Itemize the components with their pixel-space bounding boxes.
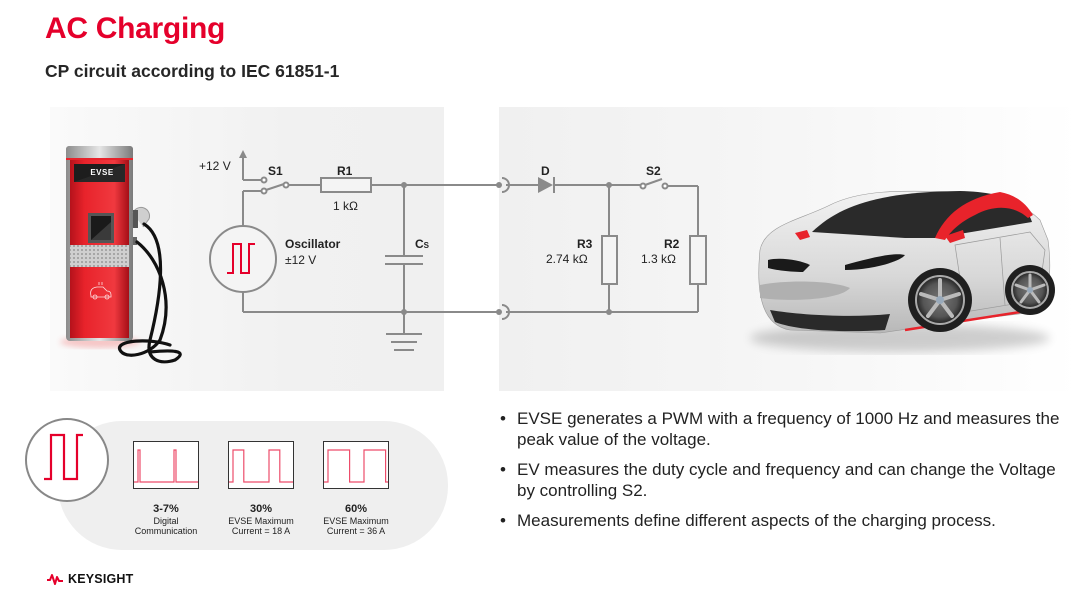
s1-label: S1 [268, 164, 283, 178]
duty-percent: 60% [344, 503, 368, 515]
r3-value: 2.74 kΩ [546, 252, 588, 266]
supply-arrow-icon [239, 150, 247, 158]
page-title: AC Charging [45, 12, 226, 45]
supply-voltage-label: +12 V [199, 159, 231, 173]
duty-waveform [229, 449, 293, 483]
bullet-item: • Measurements define different aspects o… [498, 510, 1073, 531]
duty-desc-line: EVSE Maximum [323, 516, 389, 526]
bullet-marker: • [500, 511, 506, 530]
r3-label: R3 [577, 237, 593, 251]
square-wave-icon [227, 243, 255, 274]
oscillator-value: ±12 V [285, 253, 317, 267]
capacitor-label-main: C [415, 237, 424, 251]
duty-cycle-chart [323, 441, 389, 489]
r1-label: R1 [337, 164, 353, 178]
capacitor-label-sub: S [423, 241, 430, 250]
duty-desc-line: Current = 36 A [326, 526, 386, 536]
duty-cycle-chart [228, 441, 294, 489]
explanation-list: • EVSE generates a PWM with a frequency o… [498, 408, 1073, 540]
s2-contact-left [639, 182, 647, 190]
evse-label: EVSE [90, 168, 114, 177]
page-subtitle: CP circuit according to IEC 61851-1 [45, 61, 340, 81]
s2-switch-blade [644, 178, 663, 186]
oscillator-label: Oscillator [285, 237, 341, 251]
bullet-text: EV measures the duty cycle and frequency… [517, 460, 1056, 500]
square-wave-icon [44, 433, 83, 481]
duty-desc-line: EVSE Maximum [228, 516, 294, 526]
keysight-logo: KEYSIGHT [46, 572, 134, 586]
bullet-marker: • [500, 409, 506, 428]
s1-contact-lower [260, 187, 268, 195]
bullet-text: EVSE generates a PWM with a frequency of… [517, 409, 1060, 449]
s2-contact-right [661, 182, 669, 190]
s1-switch-blade [265, 183, 285, 191]
bullet-marker: • [500, 460, 506, 479]
keysight-wave-icon [47, 574, 63, 585]
duty-waveform [134, 449, 198, 483]
duty-cycle-chart [133, 441, 199, 489]
r2-value: 1.3 kΩ [641, 252, 676, 266]
bullet-item: • EVSE generates a PWM with a frequency o… [498, 408, 1073, 450]
diode-icon [538, 177, 553, 193]
pwm-trace [324, 449, 388, 483]
bullet-item: • EV measures the duty cycle and frequenc… [498, 459, 1073, 501]
duty-waveform [324, 449, 388, 483]
r1-value: 1 kΩ [333, 199, 358, 213]
pwm-trace [229, 449, 293, 483]
duty-desc-line: Current = 18 A [231, 526, 291, 536]
r2-label: R2 [664, 237, 680, 251]
s1-contact-upper [260, 176, 268, 184]
bullet-text: Measurements define different aspects of… [517, 511, 996, 530]
duty-percent: 30% [249, 503, 273, 515]
duty-percent: 3-7% [153, 503, 179, 515]
brand-name: KEYSIGHT [68, 572, 134, 586]
pwm-trace [134, 449, 198, 483]
s2-label: S2 [646, 164, 661, 178]
diode-label: D [541, 164, 550, 178]
duty-desc-line: Digital [153, 516, 179, 526]
duty-desc-line: Communication [134, 526, 198, 536]
pwm-symbol [25, 418, 109, 502]
capacitor-label: CS [415, 237, 429, 251]
